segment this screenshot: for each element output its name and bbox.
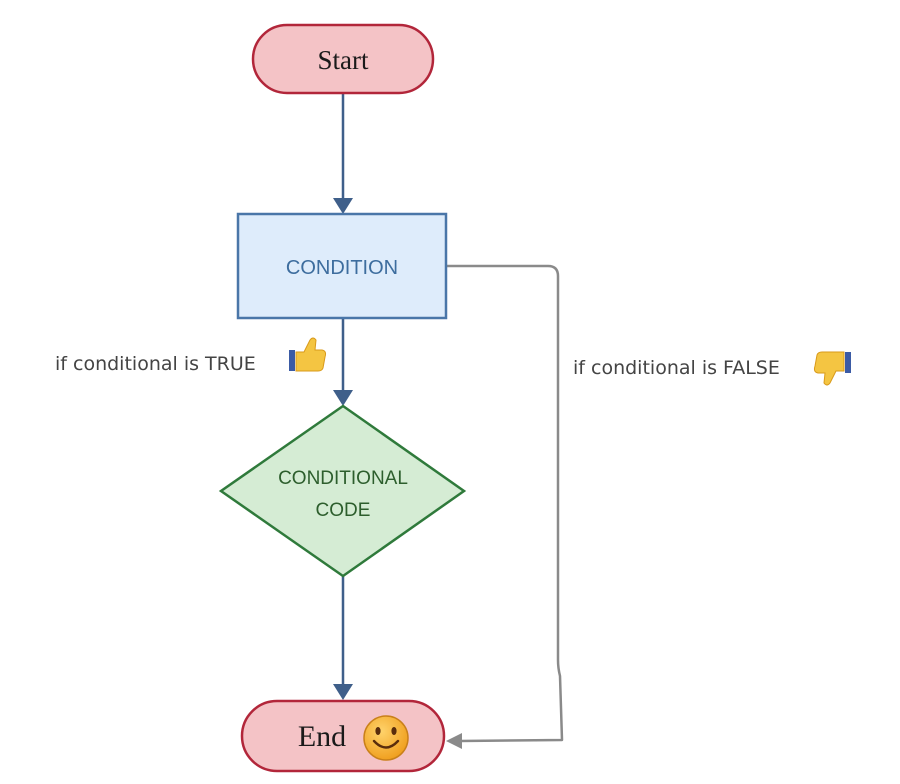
conditional-code-label-line2: CODE	[316, 500, 371, 521]
edge-condition-to-code	[333, 318, 353, 406]
conditional-code-node: CONDITIONAL CODE	[218, 404, 467, 578]
edge-condition-false-to-end	[446, 264, 564, 749]
end-label: End	[298, 720, 346, 753]
false-branch-label: if conditional is FALSE	[573, 351, 851, 386]
conditional-code-label-line1: CONDITIONAL	[278, 468, 408, 489]
edge-start-to-condition	[333, 92, 353, 214]
true-branch-label: if conditional is TRUE	[55, 337, 327, 375]
false-branch-text: if conditional is FALSE	[573, 357, 780, 379]
condition-label: CONDITION	[286, 257, 398, 279]
true-branch-text: if conditional is TRUE	[55, 353, 256, 375]
end-node: End	[240, 699, 446, 773]
start-label: Start	[318, 45, 369, 75]
thumbs-up-icon	[289, 337, 327, 372]
start-node: Start	[251, 23, 435, 95]
condition-node: CONDITION	[236, 212, 448, 320]
thumbs-down-icon	[813, 351, 851, 386]
smiley-face-icon	[363, 715, 409, 761]
edge-code-to-end	[333, 576, 353, 700]
